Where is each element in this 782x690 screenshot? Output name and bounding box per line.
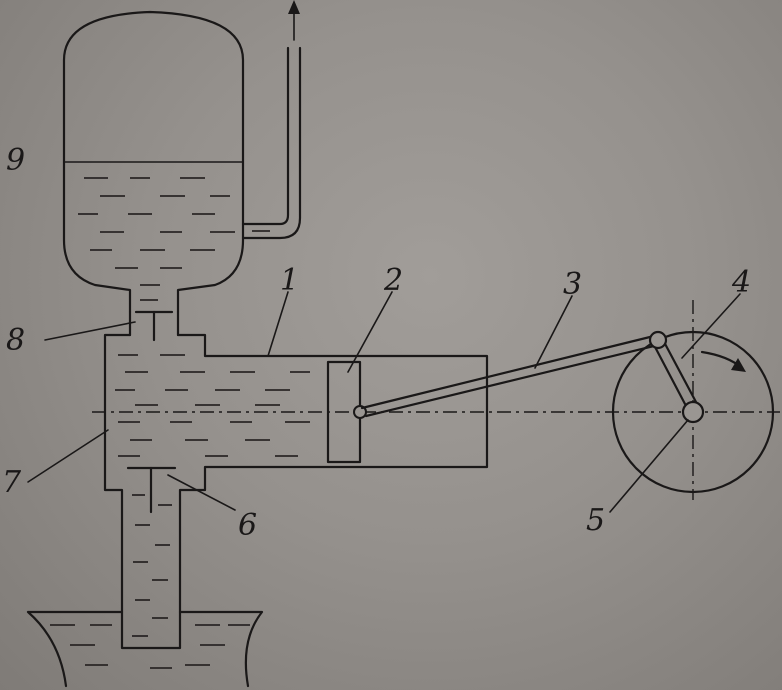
- discharge-pipe: [241, 0, 302, 240]
- label-7: 7: [2, 465, 22, 500]
- label-2: 2: [383, 263, 403, 298]
- label-4: 4: [731, 265, 751, 300]
- connecting-rod: [360, 295, 660, 418]
- suction-pipe-water-marks: [132, 494, 172, 637]
- chamber-water-marks: [115, 354, 310, 457]
- delivery-valve: [44, 310, 180, 342]
- label-2-leader: [347, 291, 393, 373]
- label-7-leader: [27, 429, 109, 483]
- label-4-leader: [681, 293, 741, 359]
- label-1: 1: [280, 263, 299, 298]
- discharge-arrow-icon: [288, 0, 300, 14]
- label-1-leader: [267, 291, 289, 357]
- sump-reservoir: [26, 610, 264, 688]
- label-9: 9: [6, 143, 25, 178]
- label-8: 8: [6, 323, 25, 358]
- label-6-leader: [167, 474, 236, 511]
- sump-water-marks: [50, 624, 250, 669]
- label-5-leader: [609, 419, 689, 513]
- label-3: 3: [563, 267, 582, 302]
- label-3-leader: [534, 295, 573, 369]
- crank-pin: [648, 330, 668, 350]
- label-6: 6: [238, 508, 257, 543]
- rotation-arrow-icon: [731, 358, 746, 372]
- piston: [326, 291, 393, 464]
- vessel-water-marks: [78, 177, 235, 301]
- suction-valve: [126, 466, 236, 514]
- label-5: 5: [586, 503, 605, 538]
- pump-body: [27, 291, 489, 650]
- crank-mechanism: [609, 293, 775, 513]
- crank-shaft: [681, 400, 705, 424]
- crank-disc: [611, 330, 775, 494]
- label-8-leader: [44, 321, 136, 341]
- air-vessel: [62, 10, 245, 314]
